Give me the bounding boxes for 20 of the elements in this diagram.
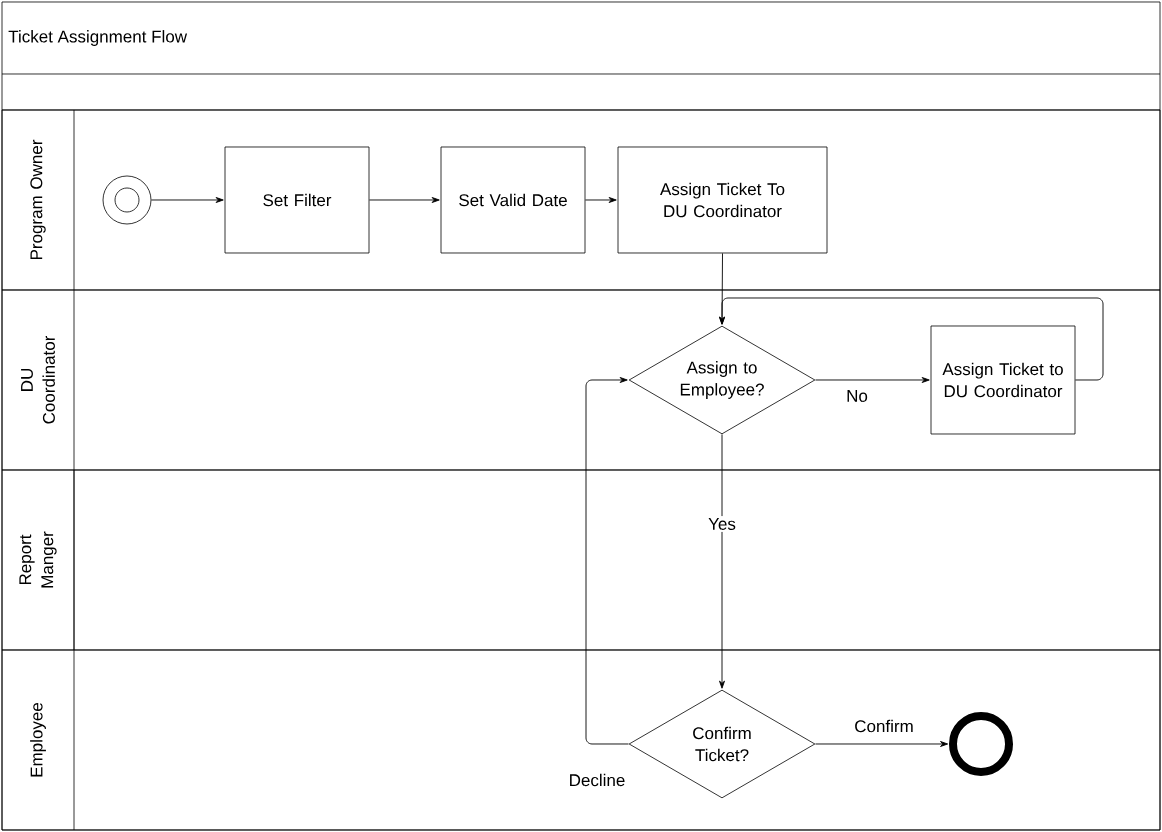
arrow [814,741,949,747]
start-event [102,175,152,225]
arrow [719,297,1104,381]
edge-label: Decline [566,771,628,789]
arrow [584,197,617,203]
task-box: Set Filter [224,146,370,254]
arrow [585,377,630,745]
end-event [949,712,1013,776]
task-box: Assign Ticket to DU Coordinator [930,325,1076,435]
edge-label: No [844,388,870,404]
task-box: Set Valid Date [440,146,586,254]
arrow [719,433,725,689]
lane-header: Report Manger [1,469,75,651]
task-box: Assign Ticket To DU Coordinator [617,146,828,254]
arrow [814,377,930,383]
edge-label: Confirm [852,717,916,735]
edge-label: Yes [706,516,738,532]
title: Ticket Assignment Flow [8,30,188,46]
arrow [150,197,224,203]
arrow [368,197,440,203]
